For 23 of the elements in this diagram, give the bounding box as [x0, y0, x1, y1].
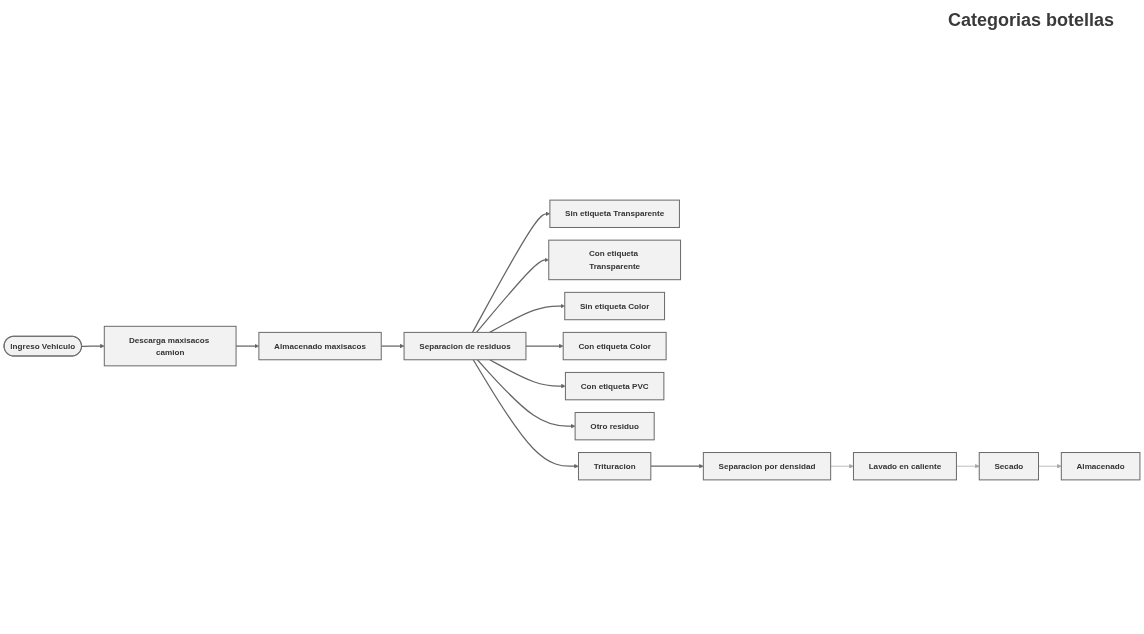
node-box: Secado	[978, 452, 1039, 481]
category-note: Categorias botellas	[947, 10, 1114, 31]
node-box: Sin etiqueta Color	[564, 291, 666, 321]
node-box: Con etiqueta Transparente	[548, 239, 682, 281]
arrow	[472, 359, 579, 469]
node-box: Trituracion	[578, 452, 652, 481]
arrow	[525, 343, 564, 349]
node-box: Lavado en caliente	[852, 452, 957, 481]
arrow	[81, 343, 105, 349]
node-box: Otro residuo	[574, 411, 655, 441]
node-box: Con etiqueta PVC	[564, 371, 665, 401]
arrow	[489, 303, 565, 334]
node-box: Almacenado	[1060, 452, 1141, 481]
node-box: Almacenado maxisacos	[258, 331, 382, 361]
arrow	[489, 359, 566, 389]
arrow	[650, 463, 704, 469]
arrow	[476, 359, 576, 429]
node-box: Sin etiqueta Transparente	[549, 199, 680, 228]
arrow	[475, 257, 549, 334]
node-box: Separacion por densidad	[702, 452, 832, 481]
node-box: Con etiqueta Color	[562, 331, 667, 361]
node-box: Separacion de residuos	[403, 331, 527, 361]
node-box: Descarga maxisacos camion	[103, 325, 237, 367]
